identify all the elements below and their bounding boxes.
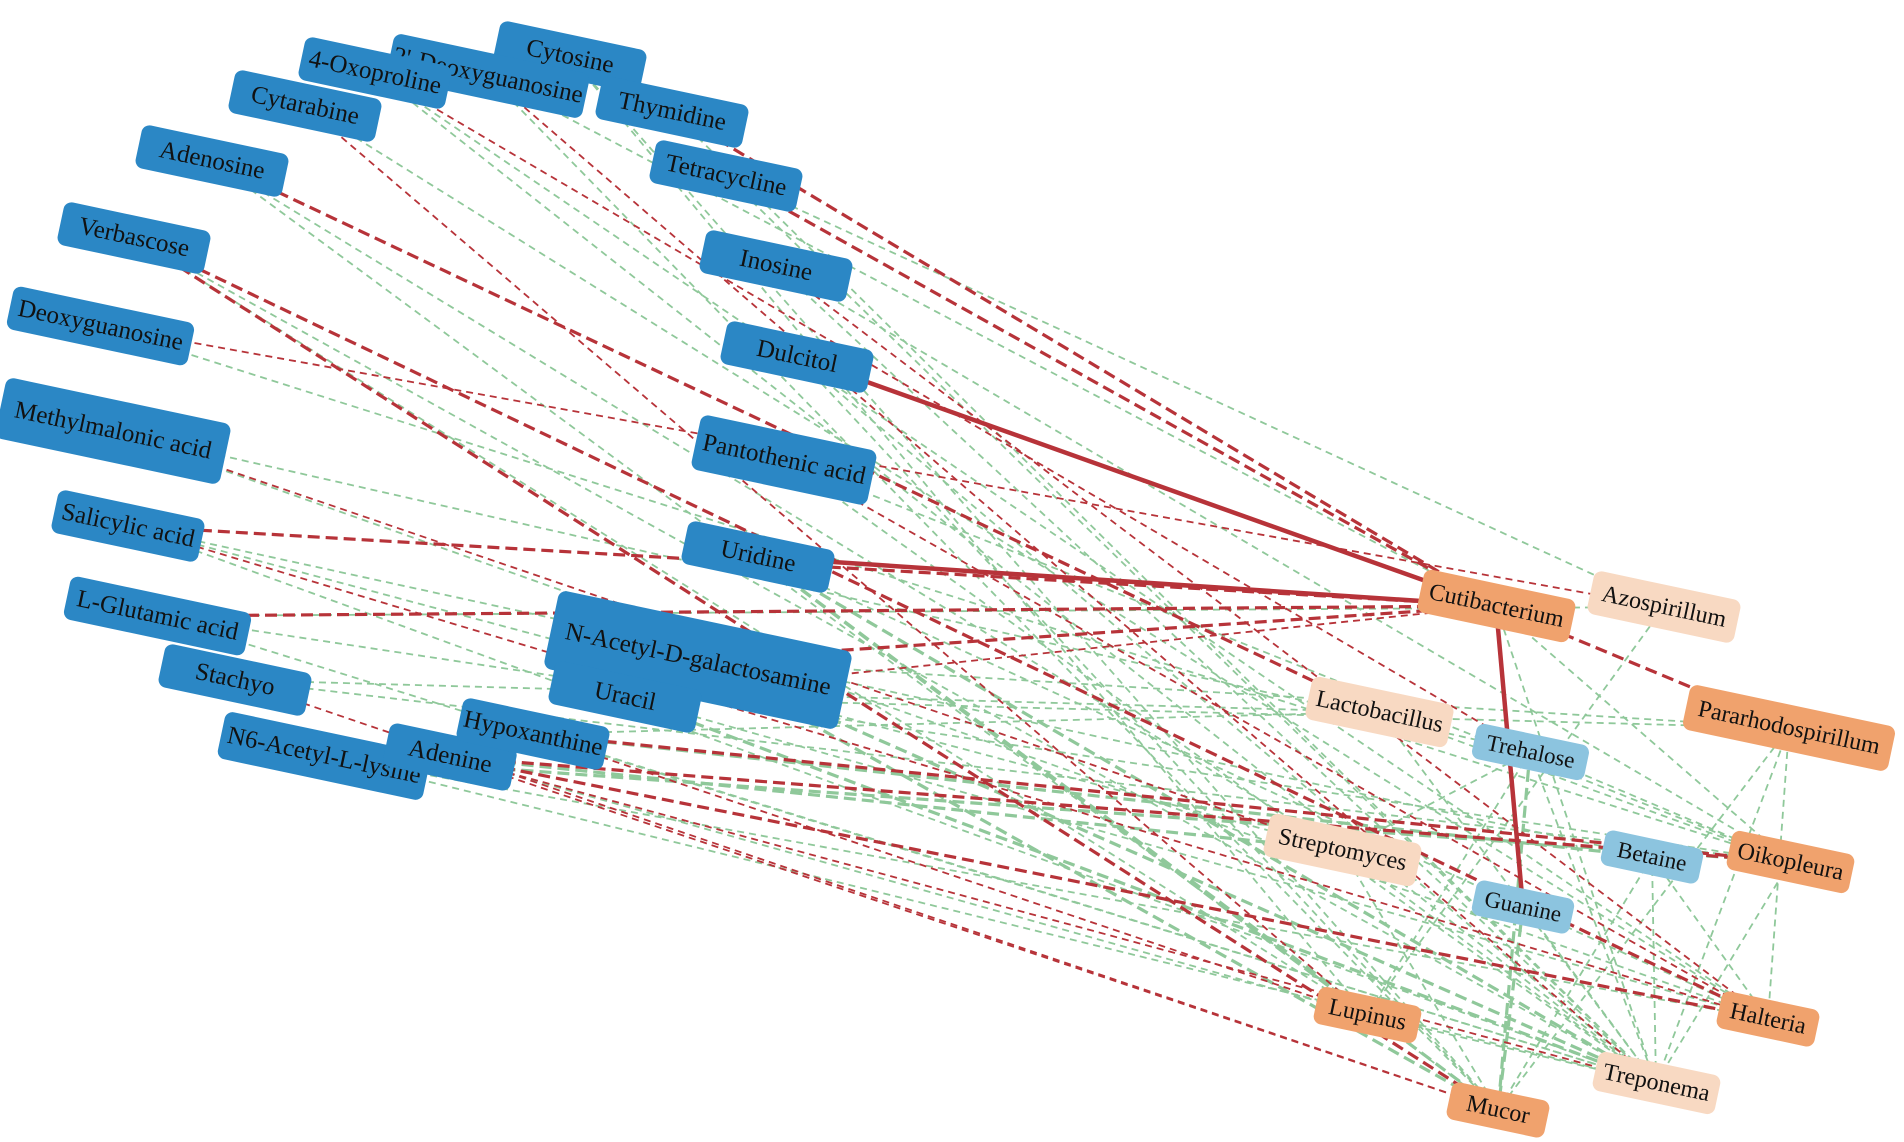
edge-tetracycline-azospirillum (725, 175, 1665, 608)
edge-n6acetyl-halteria (323, 755, 1769, 1020)
node-salicylic: Salicylic acid (50, 488, 206, 564)
edge-nacetylgal-pararhodospirillum (697, 659, 1790, 729)
node-inosine: Inosine (698, 228, 854, 304)
edge-deoxyguanosine-oikopleura (99, 325, 1791, 863)
edge-inosine-halteria (775, 265, 1769, 1020)
node-lactobacillus: Lactobacillus (1303, 675, 1455, 749)
edge-dulcitol-cutibacterium (796, 354, 1497, 609)
edge-stachyo-oikopleura (234, 679, 1791, 863)
edge-betaine-halteria (1651, 856, 1769, 1020)
edge-betaine-mucor (1497, 856, 1653, 1111)
node-methylmalonic: Methylmalonic acid (0, 376, 232, 486)
node-streptomyces: Streptomyces (1261, 812, 1423, 888)
edge-adenine-halteria (449, 755, 1769, 1021)
edge-oxoproline-treponema (374, 72, 1657, 1084)
edge-cytosine-lupinus (569, 56, 1368, 1016)
node-adenosine: Adenosine (134, 123, 290, 199)
edge-cytarabine-lupinus (304, 105, 1368, 1016)
node-treponema: Treponema (1590, 1050, 1722, 1116)
edge-stachyo-lactobacillus (234, 679, 1380, 713)
edge-adenine-lupinus (449, 756, 1368, 1016)
edge-nacetylgal-treponema (697, 658, 1657, 1085)
node-mucor: Mucor (1445, 1081, 1551, 1139)
edge-pararhodospirillum-treponema (1655, 727, 1790, 1084)
edge-thymidine-cutibacterium (671, 110, 1497, 608)
edge-deoxyguanosine2-cutibacterium (487, 75, 1497, 607)
node-cutibacterium: Cutibacterium (1415, 568, 1577, 644)
edge-adenine-oikopleura (449, 755, 1791, 864)
node-azospirillum: Azospirillum (1586, 569, 1742, 645)
edge-tetracycline-cutibacterium (725, 174, 1497, 608)
edge-oxoproline-trehalose (374, 72, 1531, 753)
node-pantothenic: Pantothenic acid (690, 413, 878, 507)
edge-uracil-treponema (624, 695, 1657, 1085)
node-betaine: Betaine (1599, 828, 1705, 886)
edge-verbascose-treponema (133, 237, 1657, 1084)
edge-hypoxanthine-oikopleura (532, 732, 1791, 864)
edge-deoxyguanosine2-mucor (487, 75, 1499, 1111)
edge-pantothenic-halteria (783, 459, 1769, 1020)
edge-trehalose-mucor (1496, 751, 1532, 1111)
edge-nacetylgal-mucor (697, 658, 1499, 1112)
node-dulcitol: Dulcitol (719, 319, 875, 395)
edge-salicylic-halteria (127, 525, 1769, 1020)
edge-adenine-treponema (449, 756, 1657, 1084)
edge-streptomyces-mucor (1341, 849, 1499, 1111)
node-glutamic: L-Glutamic acid (61, 575, 253, 657)
edge-adenine-streptomyces (449, 755, 1343, 852)
edge-deoxyguanosine2-treponema (487, 75, 1657, 1084)
edge-pantothenic-treponema (783, 459, 1657, 1084)
edge-glutamic-cutibacterium (156, 604, 1497, 618)
edge-n6acetyl-treponema (323, 755, 1657, 1084)
node-oikopleura: Oikopleura (1724, 829, 1856, 895)
node-pararhodospirillum: Pararhodospirillum (1681, 683, 1897, 773)
edge-dulcitol-treponema (796, 356, 1657, 1084)
edge-methylmalonic-halteria (112, 430, 1769, 1020)
edge-hypoxanthine-lactobacillus (532, 711, 1380, 735)
node-tetracycline: Tetracycline (648, 138, 804, 214)
edge-deoxyguanosine-azospirillum (99, 325, 1665, 608)
edge-hypoxanthine-lupinus (532, 733, 1368, 1016)
edge-pantothenic-oikopleura (783, 459, 1791, 863)
edge-trehalose-lupinus (1366, 751, 1531, 1016)
edge-dulcitol-mucor (796, 356, 1499, 1111)
edge-oxoproline-halteria (374, 72, 1769, 1020)
edge-uridine-halteria (757, 556, 1769, 1020)
edge-salicylic-betaine (127, 525, 1653, 858)
edge-pararhodospirillum-mucor (1497, 727, 1790, 1111)
edge-adenosine-streptomyces (211, 160, 1343, 851)
edge-guanine-mucor (1496, 906, 1525, 1111)
node-lupinus: Lupinus (1311, 985, 1423, 1045)
node-thymidine: Thymidine (594, 74, 750, 150)
edge-inosine-oikopleura (775, 265, 1791, 863)
edge-hypoxanthine-treponema (532, 733, 1657, 1084)
node-uridine: Uridine (680, 519, 836, 595)
edge-adenosine-mucor (211, 160, 1499, 1111)
edge-adenine-mucor (449, 756, 1499, 1111)
node-deoxyguanosine: Deoxyguanosine (4, 285, 196, 367)
edge-cutibacterium-oikopleura (1495, 605, 1791, 863)
edge-uracil-halteria (624, 696, 1769, 1020)
node-verbascose: Verbascose (56, 200, 212, 276)
node-guanine: Guanine (1470, 878, 1576, 936)
edge-betaine-treponema (1651, 856, 1657, 1084)
edge-verbascose-halteria (133, 236, 1769, 1021)
node-trehalose: Trehalose (1470, 722, 1590, 782)
node-halteria: Halteria (1715, 990, 1821, 1048)
edge-uridine-treponema (757, 555, 1657, 1085)
